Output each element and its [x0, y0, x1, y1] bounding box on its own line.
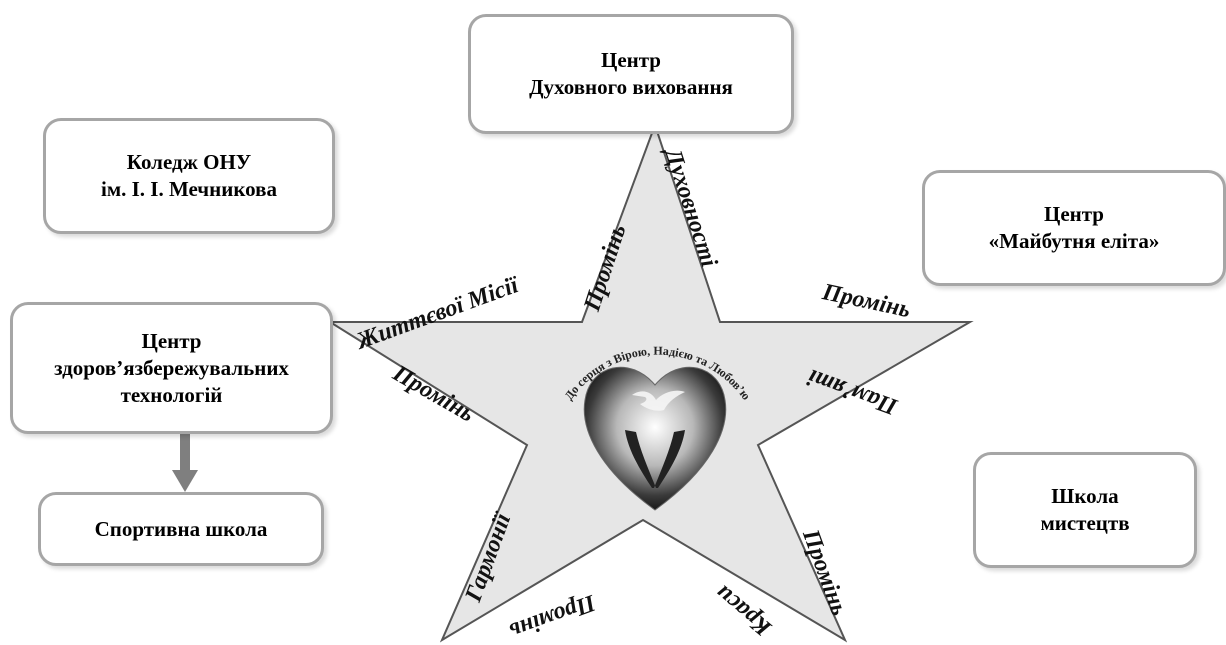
hands-icon: [625, 430, 685, 488]
box-health-center: Центр здоров’язбережувальних технологій: [10, 302, 333, 434]
dove-icon: [632, 390, 685, 411]
box-art-school: Школа мистецтв: [973, 452, 1197, 568]
box-line: Спортивна школа: [94, 516, 268, 541]
box-line: Центр: [1043, 202, 1104, 226]
box-line: здоров’язбережувальних: [54, 355, 289, 380]
heart-emblem: [583, 366, 727, 511]
box-sports-school: Спортивна школа: [38, 492, 324, 566]
box-line: Духовного виховання: [529, 75, 733, 99]
box-future-elite: Центр «Майбутня еліта»: [922, 170, 1226, 286]
box-line: мистецтв: [1040, 511, 1130, 535]
box-line: ім. І. І. Мечникова: [100, 177, 277, 201]
box-line: технологій: [120, 382, 223, 407]
ray-label-right-upper: Промінь: [819, 279, 913, 323]
box-line: Центр: [141, 328, 202, 353]
box-line: Центр: [600, 48, 661, 72]
box-college: Коледж ОНУ ім. І. І. Мечникова: [43, 118, 335, 234]
box-line: Коледж ОНУ: [126, 150, 252, 174]
box-spiritual-center: Центр Духовного виховання: [468, 14, 794, 134]
box-line: «Майбутня еліта»: [988, 229, 1160, 253]
ray-label-bottom-left-inner: Промінь: [506, 589, 600, 644]
arrow-down: [172, 434, 198, 492]
box-line: Школа: [1051, 484, 1119, 508]
